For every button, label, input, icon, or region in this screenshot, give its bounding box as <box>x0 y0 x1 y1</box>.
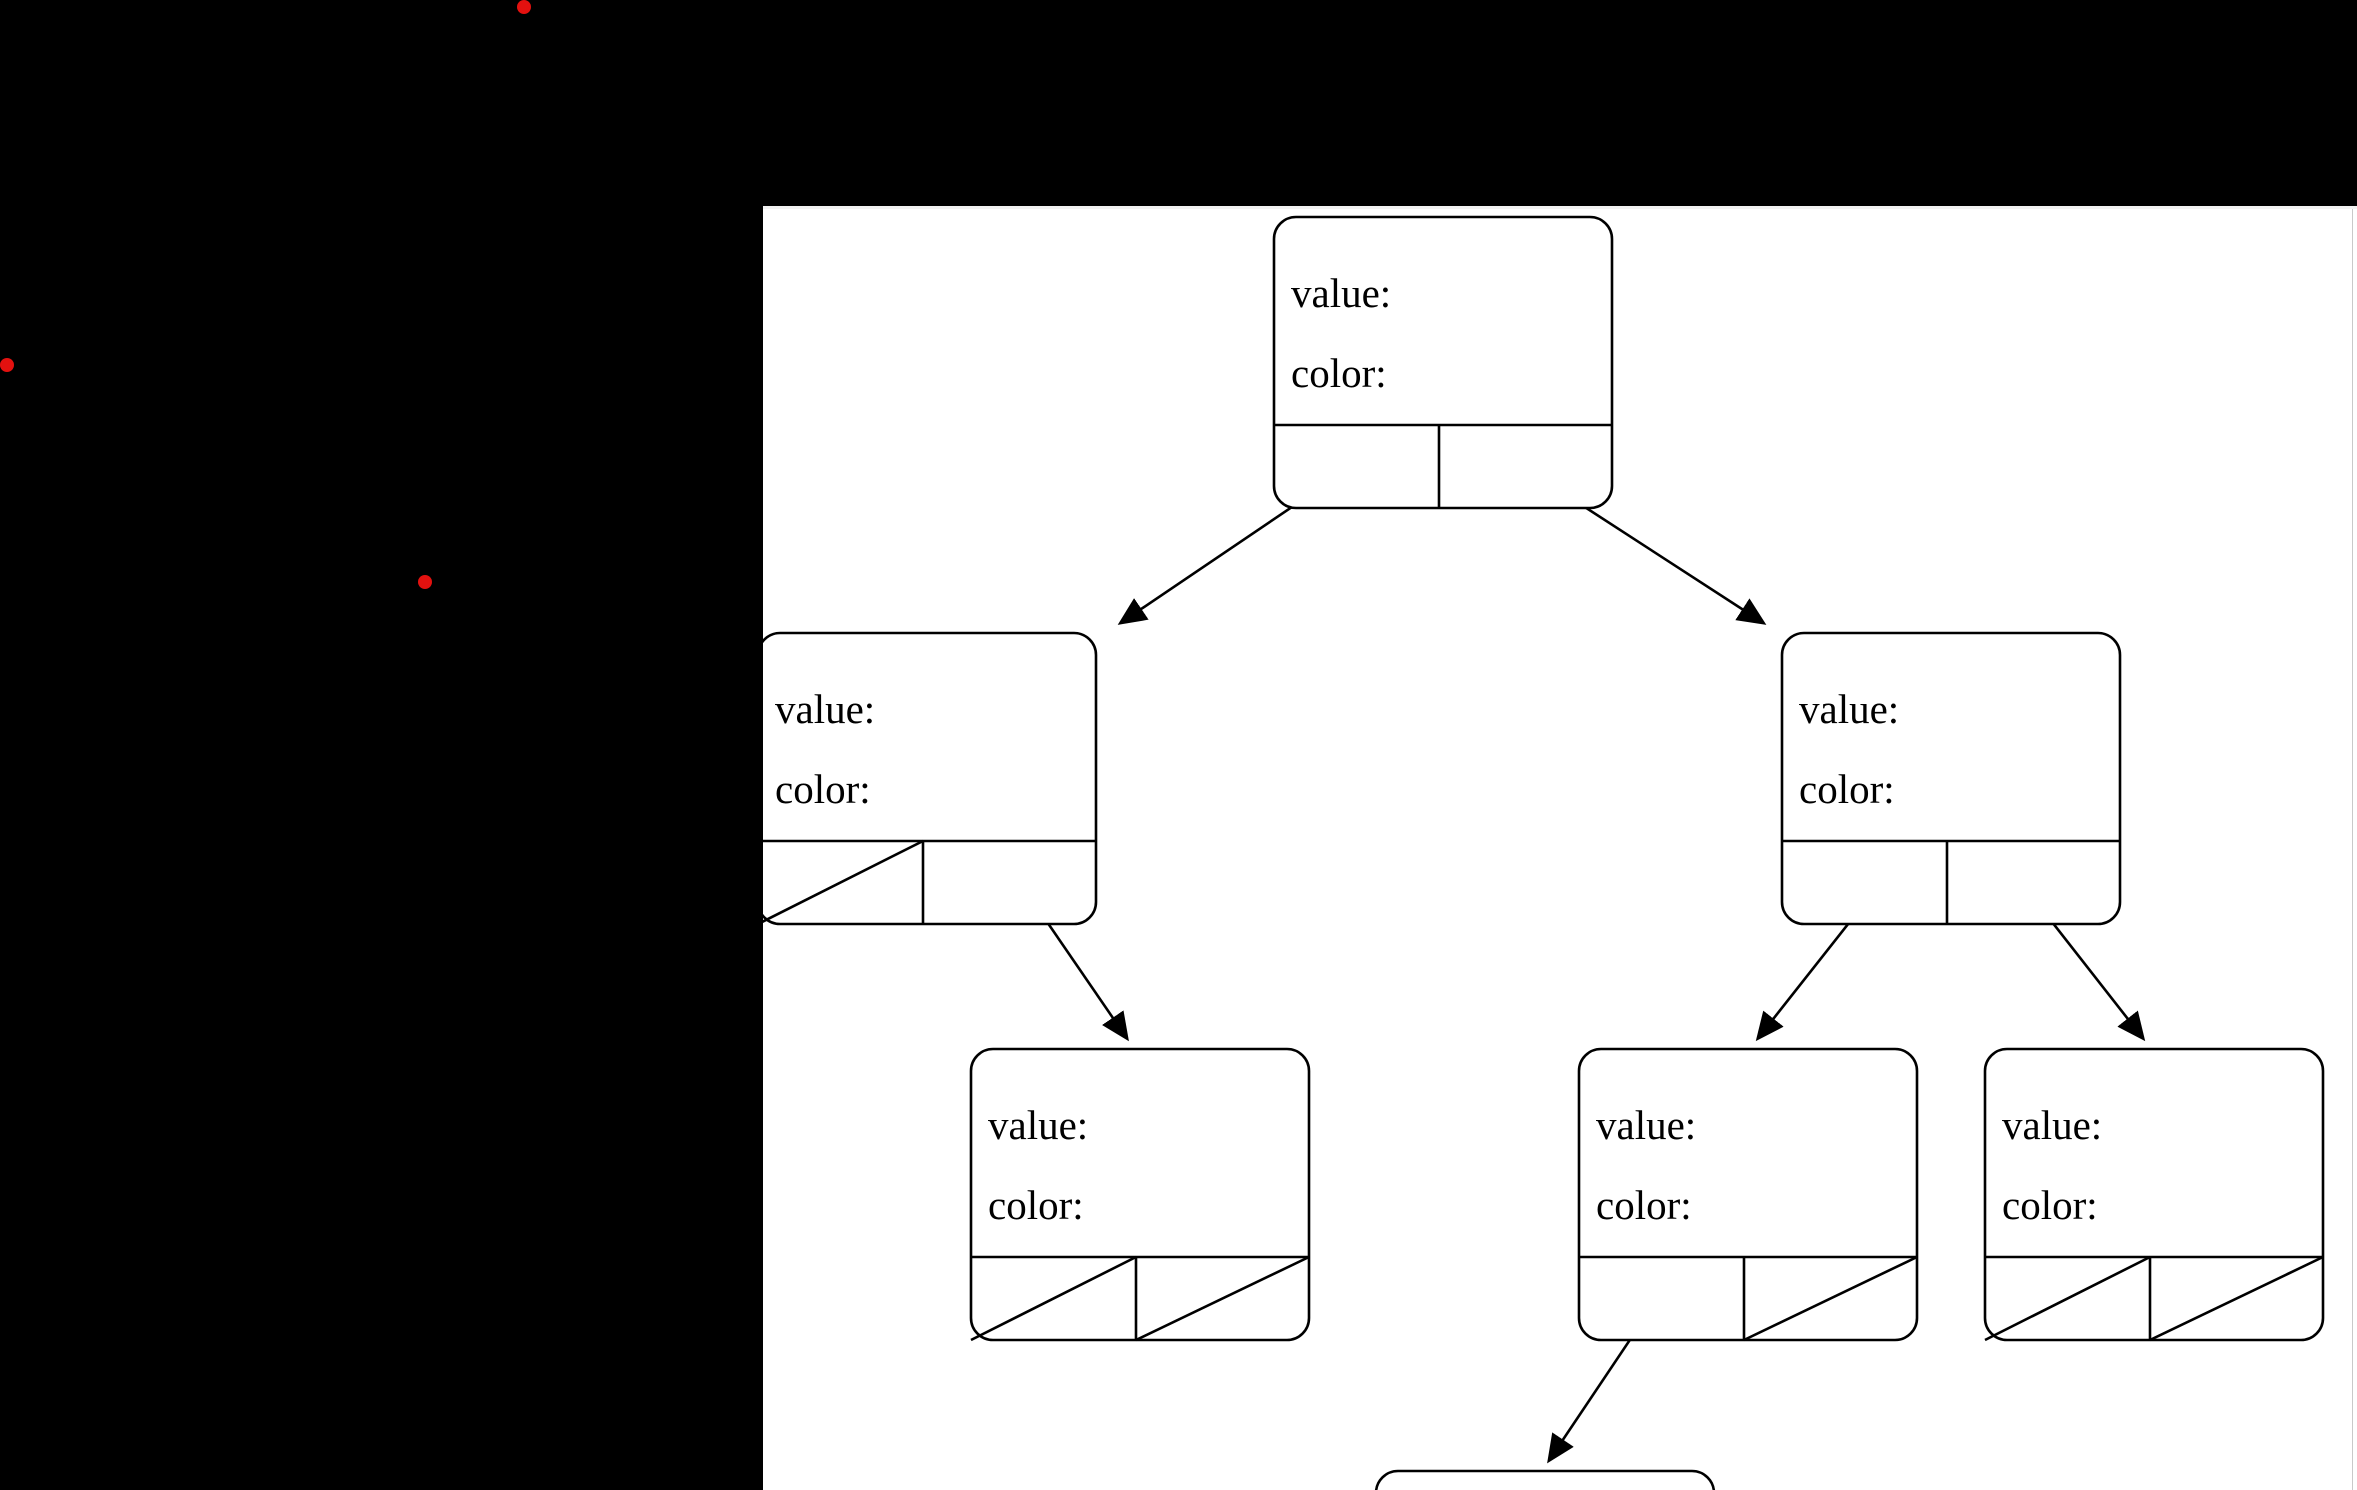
null-slash-left-n4 <box>970 1255 1137 1342</box>
binary-tree-diagram: value: color: value: color: <box>763 215 2325 1490</box>
node-value-label-n1: value: <box>1291 270 1391 316</box>
marker-dot-middle <box>418 575 432 589</box>
diagram-scroll-area[interactable]: value: color: value: color: <box>763 209 2357 1490</box>
node-value-label-n2: value: <box>775 686 875 732</box>
node-color-label-n3: color: <box>1799 766 1895 812</box>
node-body-n3[interactable] <box>1780 631 2122 926</box>
node-color-label-n5: color: <box>1596 1182 1692 1228</box>
node-body-n2[interactable] <box>763 631 1098 926</box>
null-slash-right-n6 <box>2149 1255 2324 1342</box>
marker-dot-top <box>517 0 531 14</box>
tree-node-n5[interactable]: value: color: <box>1577 1047 1919 1342</box>
node-value-label-n3: value: <box>1799 686 1899 732</box>
node-color-label-n1: color: <box>1291 350 1387 396</box>
null-slash-left-n2 <box>763 839 924 923</box>
node-body-n4[interactable] <box>969 1047 1311 1342</box>
null-slash-left-n6 <box>1984 1255 2151 1342</box>
document-viewport-panel[interactable]: value: color: value: color: <box>763 206 2357 1490</box>
node-color-label-n4: color: <box>988 1182 1084 1228</box>
node-value-label-n6: value: <box>2002 1102 2102 1148</box>
tree-node-n3[interactable]: value: color: <box>1780 631 2122 926</box>
node-color-label-n6: color: <box>2002 1182 2098 1228</box>
node-body-n5[interactable] <box>1577 1047 1919 1342</box>
node-body-n6[interactable] <box>1983 1047 2325 1342</box>
tree-node-n2[interactable]: value: color: <box>763 631 1098 926</box>
tree-node-n7[interactable]: value: color: <box>1374 1469 1716 1490</box>
node-value-label-n5: value: <box>1596 1102 1696 1148</box>
null-slash-right-n4 <box>1135 1255 1310 1342</box>
node-value-label-n4: value: <box>988 1102 1088 1148</box>
tree-node-n1[interactable]: value: color: <box>1272 215 1614 510</box>
node-body-n1[interactable] <box>1272 215 1614 510</box>
node-color-label-n2: color: <box>775 766 871 812</box>
node-body-n7[interactable] <box>1374 1469 1716 1490</box>
tree-node-n4[interactable]: value: color: <box>969 1047 1311 1342</box>
marker-dot-left <box>0 358 14 372</box>
null-slash-right-n5 <box>1743 1255 1918 1342</box>
panel-right-border <box>2352 209 2353 1490</box>
tree-node-n6[interactable]: value: color: <box>1983 1047 2325 1342</box>
